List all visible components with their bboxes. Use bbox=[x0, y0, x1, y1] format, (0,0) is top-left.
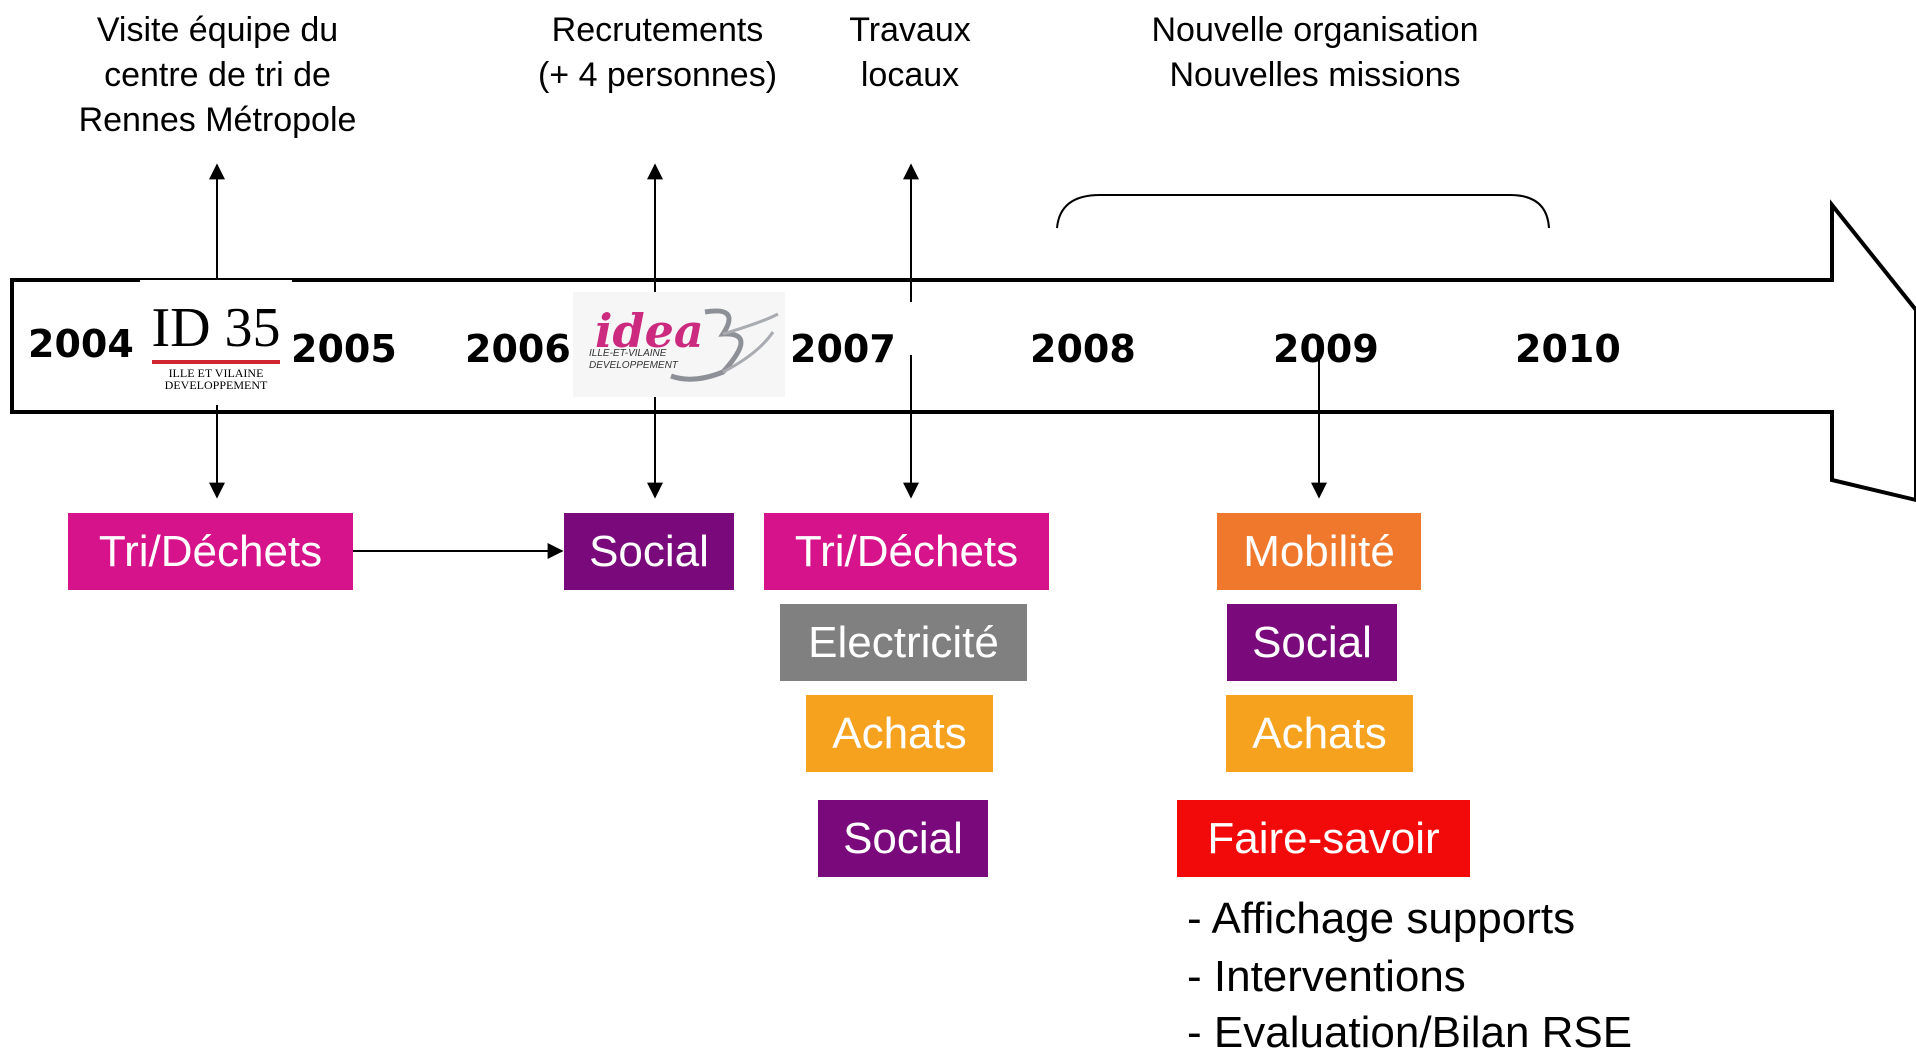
year-2007: 2007 bbox=[790, 327, 896, 371]
idea35-logo-title: idea bbox=[595, 304, 704, 358]
id35-logo: ID 35 ILLE ET VILAINE DEVELOPPEMENT bbox=[140, 280, 292, 405]
label-recruit-line-1: Recrutements bbox=[551, 11, 764, 49]
label-works-line-2: locaux bbox=[860, 56, 960, 94]
topic-social-2009: Social bbox=[1227, 604, 1397, 681]
timeline-arrow bbox=[10, 199, 1916, 503]
topic-social-2006: Social bbox=[564, 513, 734, 590]
label-works-line-1: Travaux bbox=[849, 11, 971, 49]
topic-mobilite-2009: Mobilité bbox=[1217, 513, 1421, 590]
year-2005: 2005 bbox=[291, 327, 397, 371]
idea35-logo-swoosh bbox=[670, 308, 779, 382]
topic-tri-dechets-2007: Tri/Déchets bbox=[764, 513, 1049, 590]
year-2010: 2010 bbox=[1515, 327, 1621, 371]
label-orga: Nouvelle organisation Nouvelles missions bbox=[1080, 8, 1550, 98]
year-2004: 2004 bbox=[28, 322, 134, 366]
label-orga-line-1: Nouvelle organisation bbox=[1151, 11, 1479, 49]
bullet-affichage-supports: - Affichage supports bbox=[1187, 894, 1576, 943]
idea35-logo-sub: ILLE-ET-VILAINE DEVELOPPEMENT bbox=[589, 348, 678, 372]
idea35-logo: idea ILLE-ET-VILAINE DEVELOPPEMENT bbox=[573, 292, 785, 397]
label-visit-line-1: Visite équipe du bbox=[96, 11, 339, 49]
bullet-interventions: - Interventions bbox=[1187, 952, 1466, 1001]
label-works: Travaux locaux bbox=[820, 8, 1000, 98]
year-2009: 2009 bbox=[1273, 327, 1379, 371]
id35-logo-sub-1: ILLE ET VILAINE bbox=[168, 366, 264, 380]
idea35-logo-sub-2: DEVELOPPEMENT bbox=[589, 360, 678, 371]
label-visit-line-2: centre de tri de bbox=[104, 56, 331, 94]
label-recruit-line-2: (+ 4 personnes) bbox=[537, 56, 778, 94]
label-orga-line-2: Nouvelles missions bbox=[1169, 56, 1461, 94]
topic-achats-2009: Achats bbox=[1226, 695, 1413, 772]
year-2006: 2006 bbox=[465, 327, 571, 371]
id35-logo-sub-2: DEVELOPPEMENT bbox=[164, 378, 268, 392]
idea35-logo-sub-1: ILLE-ET-VILAINE bbox=[589, 348, 667, 359]
label-recruit: Recrutements (+ 4 personnes) bbox=[505, 8, 810, 98]
topic-faire-savoir-2009: Faire-savoir bbox=[1177, 800, 1470, 877]
label-visit-line-3: Rennes Métropole bbox=[78, 101, 357, 139]
year-2008: 2008 bbox=[1030, 327, 1136, 371]
bullet-evaluation-bilan-rse: - Evaluation/Bilan RSE bbox=[1187, 1008, 1633, 1057]
label-visit: Visite équipe du centre de tri de Rennes… bbox=[40, 8, 395, 143]
topic-tri-dechets-2004: Tri/Déchets bbox=[68, 513, 353, 590]
topic-achats-2007: Achats bbox=[806, 695, 993, 772]
id35-logo-rule bbox=[152, 360, 280, 364]
topic-social-2007: Social bbox=[818, 800, 988, 877]
topic-electricite-2007: Electricité bbox=[780, 604, 1027, 681]
period-bracket bbox=[1056, 194, 1550, 229]
id35-logo-title: ID 35 bbox=[151, 297, 281, 359]
